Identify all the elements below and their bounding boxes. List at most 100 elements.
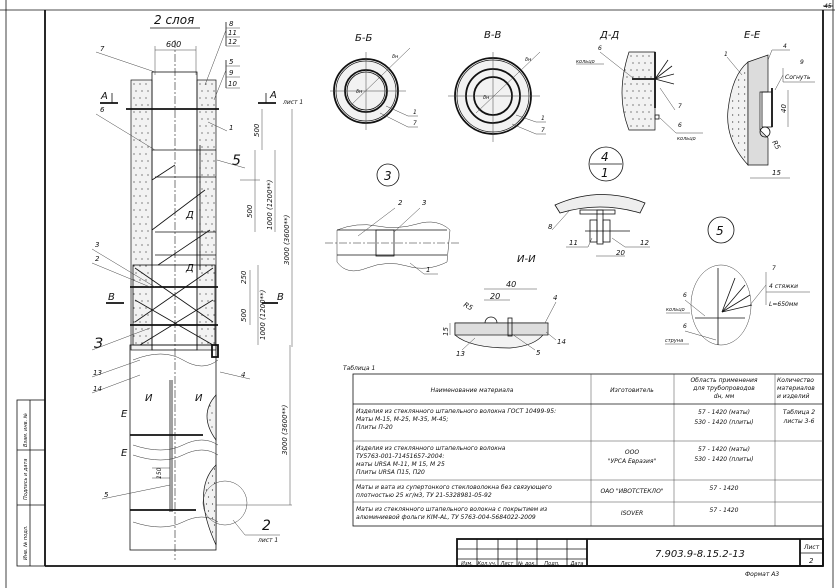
dim-1000-low: 1000 (1200**) bbox=[259, 289, 267, 340]
svg-text:11: 11 bbox=[228, 29, 237, 37]
dd-label-7: 7 bbox=[678, 103, 682, 110]
dd-ring-a: кольцо bbox=[576, 59, 595, 65]
label-14: 14 bbox=[93, 385, 102, 393]
table-header-range: для трубопроводов bbox=[692, 385, 755, 392]
detail5-label-7: 7 bbox=[772, 265, 776, 272]
table-cell-name: Изделия из стеклянного штапельного волок… bbox=[356, 445, 506, 452]
section-a-left: А bbox=[100, 91, 108, 102]
detail3-label-1: 1 bbox=[426, 266, 430, 274]
ii-dim-20: 20 bbox=[490, 292, 500, 301]
bb-dn-inner: δн bbox=[356, 89, 363, 95]
cutout-lower bbox=[203, 464, 217, 546]
insulation-dots bbox=[732, 72, 746, 158]
bb-label-1: 1 bbox=[413, 109, 417, 116]
detail5-title: 5 bbox=[716, 224, 724, 238]
table-cell-range: 57 - 1420 bbox=[710, 507, 739, 514]
callout-3: З bbox=[94, 336, 103, 352]
label-1: 1 bbox=[229, 124, 233, 132]
label-13: 13 bbox=[93, 369, 102, 377]
title-block-column-label: Кол.уч. bbox=[478, 561, 497, 567]
dim-150: 150 bbox=[156, 467, 163, 479]
section-dd: Д-Д 6 кольцо 7 6 кольцо bbox=[576, 30, 703, 142]
ee-radius: R5 bbox=[770, 139, 782, 152]
main-view-title: 2 слоя bbox=[154, 13, 194, 27]
dd-label-6b: 6 bbox=[678, 122, 682, 129]
table-cell-range: 57 - 1420 (маты) bbox=[698, 409, 750, 416]
bb-label-7: 7 bbox=[413, 120, 417, 127]
ee-insulation bbox=[727, 61, 749, 166]
insulation-dots bbox=[133, 83, 149, 344]
insulation-dots bbox=[199, 83, 215, 344]
ii-dim-40: 40 bbox=[506, 280, 516, 289]
section-dd-title: Д-Д bbox=[599, 30, 619, 41]
table-cell-name: Маты и вата из супертонкого стекловолокн… bbox=[356, 484, 552, 491]
table-cell-name: ТУ5763-001-71451657-2004: bbox=[356, 453, 444, 460]
table-cell-name: алюминиевой фольги КIМ-AL, ТУ 5763-004-5… bbox=[356, 514, 536, 521]
table-cell-name: Маты из стеклянного штапельного волокна … bbox=[356, 506, 547, 513]
stamp-replace-inv: Взам. инв. № bbox=[23, 413, 29, 447]
bolt-label-12: 12 bbox=[640, 239, 649, 247]
detail5-label-6b: 6 bbox=[683, 323, 687, 330]
table-cell-maker: ISOVER bbox=[621, 510, 643, 517]
table-caption: Таблица 1 bbox=[343, 365, 375, 372]
section-ee-title: Е-Е bbox=[744, 30, 761, 41]
ii-label-5: 5 bbox=[536, 349, 541, 357]
ii-label-4: 4 bbox=[553, 294, 557, 302]
table-header-range: dн, мм bbox=[714, 393, 735, 400]
dim-3000-top: 3000 (3600**) bbox=[283, 214, 291, 265]
detail5-string: струна bbox=[665, 338, 683, 344]
label-stack-mid: 5 9 10 bbox=[213, 58, 240, 101]
svg-text:5: 5 bbox=[229, 58, 234, 66]
label-2: 2 bbox=[95, 255, 100, 263]
table-cell-qty: листы 3-6 bbox=[783, 418, 815, 425]
table-header-qty: и изделий bbox=[777, 393, 809, 400]
section-bb: Б-Б δн δн 1 7 bbox=[330, 33, 418, 130]
title-block-column-label: № док. bbox=[517, 561, 536, 567]
detail-5: 5 7 4 стяжки L=650мм 6 кольцо 6 струна bbox=[665, 216, 810, 346]
detail-3: 3 2 3 1 bbox=[325, 163, 460, 275]
vv-label-7: 7 bbox=[541, 127, 545, 134]
section-ii-title: И-И bbox=[517, 254, 536, 265]
section-e-lower: Е bbox=[121, 448, 128, 459]
table-cell-name: плотностью 25 кг/м3, ТУ 21-5328981-05-92 bbox=[356, 492, 492, 499]
title-block-column-label: Подп. bbox=[544, 561, 559, 567]
detail3-title: 3 bbox=[384, 169, 392, 183]
ii-radius: R5 bbox=[462, 301, 475, 313]
title-block-column-label: Дата bbox=[570, 561, 584, 567]
svg-text:10: 10 bbox=[228, 80, 237, 88]
section-d-lower: Д bbox=[185, 263, 194, 274]
vv-dn-outer: δн bbox=[525, 57, 532, 63]
dim-500-mid: 500 bbox=[246, 204, 254, 218]
detail3-label-2: 2 bbox=[398, 199, 403, 207]
table-cell-range: 57 - 1420 bbox=[710, 485, 739, 492]
detail-bolt: 8 11 12 20 bbox=[548, 194, 650, 257]
insulation-dots bbox=[205, 468, 216, 533]
stamp-inv-orig: Инв. № подл. bbox=[23, 526, 29, 561]
callout-4-1: 4 1 bbox=[588, 146, 624, 182]
detail5-label-6a: 6 bbox=[683, 292, 687, 299]
table-header-range: Область применения bbox=[690, 377, 757, 384]
bolt-label-8: 8 bbox=[548, 223, 553, 231]
ii-label-14: 14 bbox=[557, 338, 566, 346]
label-stack-top: 8 11 12 bbox=[204, 20, 240, 86]
cutout-upper bbox=[206, 394, 217, 442]
dd-label-6a: 6 bbox=[598, 45, 602, 52]
label-4: 4 bbox=[241, 371, 245, 379]
table-header-maker: Изготовитель bbox=[610, 387, 654, 394]
bb-dn-outer: δн bbox=[392, 54, 399, 60]
detail5-length: L=650мм bbox=[769, 301, 798, 308]
vv-label-1: 1 bbox=[541, 115, 545, 122]
table-cell-maker: ООО bbox=[625, 449, 639, 456]
detail5-ring: кольцо bbox=[666, 307, 685, 313]
dim-500-top: 500 bbox=[253, 123, 261, 137]
section-i-right: И bbox=[195, 393, 203, 404]
main-view: 2 слоя 600 bbox=[91, 13, 303, 560]
section-bb-title: Б-Б bbox=[355, 33, 372, 44]
ee-dim-15: 15 bbox=[772, 169, 781, 177]
side-stamp: Взам. инв. № Подпись и дата Инв. № подл. bbox=[16, 399, 46, 567]
table-cell-maker: ОАО "ИВОТСТЕКЛО" bbox=[600, 488, 663, 495]
section-vv: В-В δн δн 1 7 bbox=[448, 30, 546, 142]
sheet-number: 2 bbox=[809, 557, 814, 565]
